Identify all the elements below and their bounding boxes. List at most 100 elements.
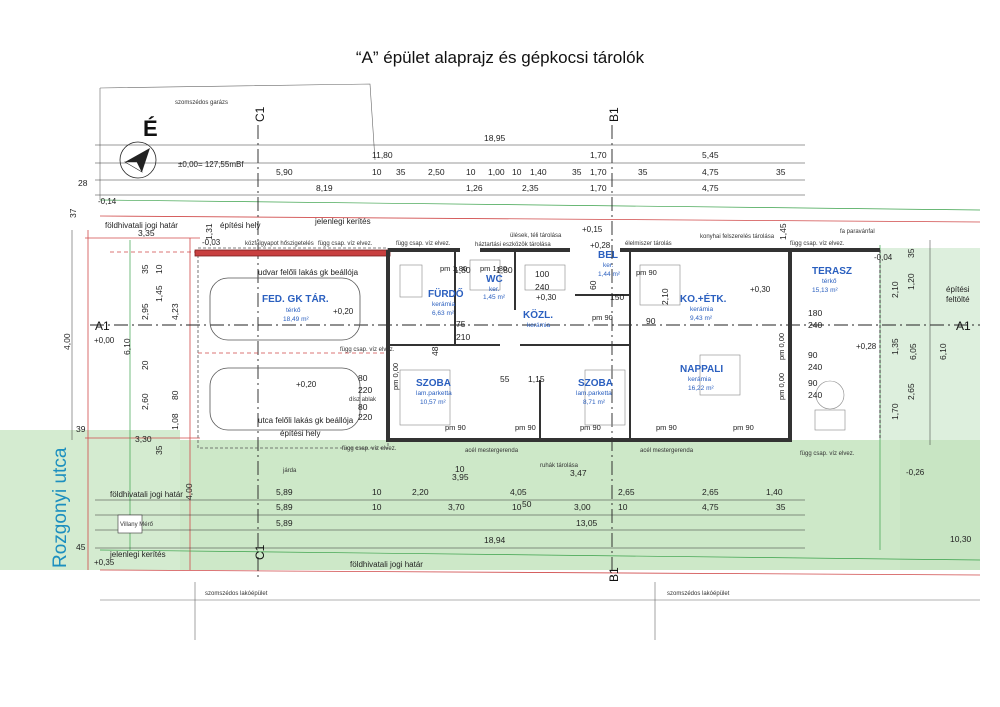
room-szoba-2-sub2: 8,71 m² (583, 399, 606, 406)
room-nappali-sub2: 16,22 m² (688, 385, 714, 392)
dim-s-1: 37 (68, 208, 78, 218)
storage2-note: konyhai felszerelés tárolása (700, 234, 775, 240)
room-kozl-sub1: kerámia (527, 322, 551, 329)
building-line-right: építési (946, 285, 970, 294)
room-labels: FED. GK TÁR. térkő 18,49 m² FÜRDŐ kerámi… (262, 250, 852, 406)
dim-s-29: 60 (588, 280, 598, 290)
level-10: +0,28 (856, 342, 877, 351)
dim-top-r2-5: 1,00 (488, 167, 505, 177)
room-wc-sub2: 1,45 m² (483, 294, 506, 301)
dim-s-44: 6,10 (938, 343, 948, 360)
level-7: +0,28 (590, 241, 611, 250)
room-wc-sub1: ker. (489, 286, 500, 293)
level-2: +0,00 (94, 336, 115, 345)
room-ko-etk-sub1: kerámia (690, 306, 714, 313)
level-3: +0,20 (333, 307, 354, 316)
dim-s-31: 2,10 (660, 288, 670, 305)
dim-s-41: 35 (906, 248, 916, 258)
axis-label-c1-top: C1 (253, 106, 267, 122)
dim-s-20: 80 (358, 402, 368, 412)
pipe-note-2: függ csap. víz elvez. (396, 241, 451, 247)
meter-box-label: Villany Mérő (120, 522, 154, 528)
level-markers: -0,14 -0,03 +0,00 +0,20 +0,20 +0,30 +0,1… (94, 197, 925, 567)
building-line-top: építési hely (220, 221, 260, 230)
dim-top-r3-2: 2,35 (522, 183, 539, 193)
small-dimensions: 28 37 3,35 3,30 39 45 1,31 35 10 1,45 4,… (68, 178, 948, 552)
dim-s-42: 1,35 (890, 338, 900, 355)
level-12: +0,35 (94, 558, 115, 567)
dim-s-2: 3,35 (138, 228, 155, 238)
land-registry-top: földhivatali jogi határ (105, 221, 178, 230)
axis-label-b1-top: B1 (607, 107, 621, 122)
dim-s-12: 6,10 (122, 338, 132, 355)
room-szoba-2: SZOBA (578, 378, 613, 389)
dim-s-21: 220 (358, 412, 372, 422)
room-terasz-sub2: 15,13 m² (812, 287, 838, 294)
dim-s-8: 10 (154, 264, 164, 274)
dim-bot-r1-1: 10 (372, 487, 382, 497)
dim-bot-r2-1: 10 (372, 502, 382, 512)
level-11: -0,26 (906, 468, 925, 477)
pm-10: pm 0,00 (777, 333, 786, 360)
dim-top-r2-12: 35 (776, 167, 786, 177)
level-9: -0,04 (874, 253, 893, 262)
dim-s-25: 1,15 (528, 374, 545, 384)
axis-label-a1-right: A1 (956, 319, 971, 333)
room-furdo-sub1: kerámia (432, 301, 456, 308)
dim-bot-r1-4: 2,65 (618, 487, 635, 497)
dim-top-r3-4: 4,75 (702, 183, 719, 193)
pm-labels: pm 1,80 pm 1,80 pm 90 pm 90 pm 90 pm 90 … (391, 264, 786, 432)
dim-s-33: 180 (808, 308, 822, 318)
room-szoba-1: SZOBA (416, 378, 451, 389)
dim-s-5: 45 (76, 542, 86, 552)
dim-s-19: 220 (358, 385, 372, 395)
dim-s-4: 39 (76, 424, 86, 434)
pipe-note-5: függ csap. víz elvez. (342, 446, 397, 452)
dim-s-45: 2,65 (906, 383, 916, 400)
dim-top-r1-1: 1,70 (590, 150, 607, 160)
room-ko-etk: KO.+ÉTK. (680, 292, 727, 305)
dim-s-13: 20 (140, 360, 150, 370)
dim-s-3: 3,30 (135, 434, 152, 444)
dim-top-r2-6: 10 (512, 167, 522, 177)
house-walls (386, 248, 881, 442)
room-terasz-sub1: térkő (822, 278, 837, 285)
pm-11: pm 0,00 (777, 373, 786, 400)
north-arrow-icon (119, 141, 157, 179)
dim-s-35: 90 (808, 350, 818, 360)
dim-s-7: 35 (140, 264, 150, 274)
north-label: É (143, 116, 158, 141)
neighbor-house-left: szomszédos lakóépület (205, 591, 268, 597)
furniture (399, 259, 846, 431)
dim-s-28: 240 (535, 282, 549, 292)
dim-s-37: 90 (808, 378, 818, 388)
drawing-title: “A” épület alaprajz és gépkocsi tárolók (355, 48, 645, 67)
dim-bot-r2-3: 10 (512, 502, 522, 512)
dim-s-18: 80 (358, 373, 368, 383)
dim-bot-r2-6: 4,75 (702, 502, 719, 512)
dim-s-26: 55 (500, 374, 510, 384)
dim-s-10: 4,23 (170, 303, 180, 320)
dim-lines (71, 144, 931, 549)
level-5: +0,30 (536, 293, 557, 302)
dim-s-49: 3,95 (452, 472, 469, 482)
pm-4: pm 90 (515, 423, 536, 432)
level-6: +0,15 (582, 225, 603, 234)
dim-s-46: 1,70 (890, 403, 900, 420)
neighbor-garage: szomszédos garázs (175, 100, 228, 106)
pipe-note-3: függ csap. víz elvez. (790, 241, 845, 247)
dim-top-r2-11: 4,75 (702, 167, 719, 177)
bottom-dimensions: 5,89 10 2,20 4,05 2,65 2,65 1,40 5,89 10… (62, 333, 972, 545)
room-bel: BEL (598, 250, 618, 261)
dim-s-22: 75 (456, 319, 466, 329)
room-bel-sub1: ker. (603, 262, 614, 269)
pm-6: pm 90 (656, 423, 677, 432)
room-fed-gk: FED. GK TÁR. (262, 292, 329, 305)
neighbor-house-right: szomszédos lakóépület (667, 591, 730, 597)
current-fence-bot: jelenlegi kerítés (109, 550, 166, 559)
pm-8: pm 90 (636, 268, 657, 277)
dim-s-34: 240 (808, 320, 822, 330)
room-szoba-1-sub2: 10,57 m² (420, 399, 446, 406)
facade-note: közfalgyapot hőszigetelés (245, 241, 314, 247)
